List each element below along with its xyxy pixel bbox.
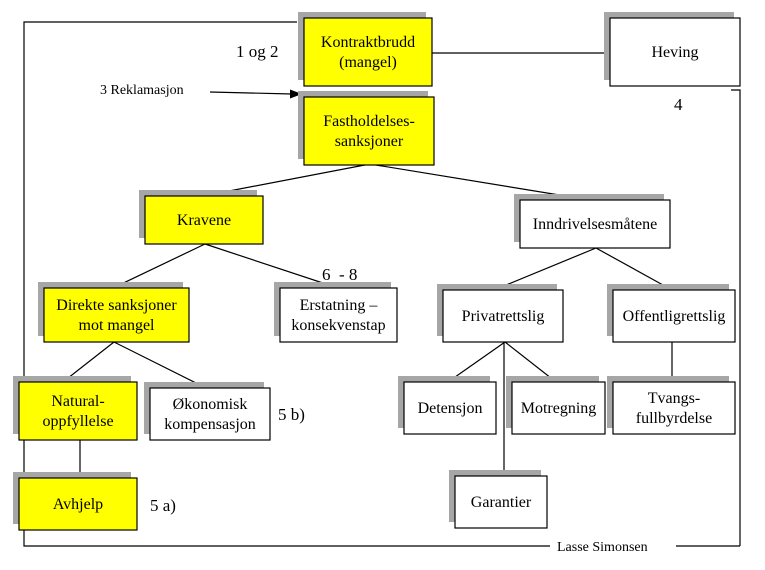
- outer-frame: [23, 21, 741, 547]
- box-frame: [519, 199, 671, 249]
- label-5a: 5 a): [150, 496, 176, 515]
- box-motregning: Motregning: [506, 376, 606, 435]
- box-label-line: Kontraktbrudd: [321, 34, 415, 51]
- box-privatrettslig: Privatrettslig: [437, 284, 564, 343]
- box-label-line: Heving: [651, 44, 698, 61]
- label-6-8: 6 - 8: [322, 265, 357, 284]
- box-label-line: Inndrivelsesmåtene: [533, 216, 657, 233]
- box-label-line: fullbyrdelse: [636, 410, 712, 427]
- box-label-line: Offentligrettslig: [623, 308, 726, 325]
- label-4: 4: [674, 95, 683, 114]
- box-label-line: kompensasjon: [164, 416, 256, 433]
- box-direkte: Direkte sanksjoner mot mangel: [38, 282, 190, 343]
- box-okonomisk: Økonomisk kompensasjon: [144, 382, 271, 441]
- box-frame: [609, 17, 741, 87]
- box-offentligrettslig: Offentligrettslig: [607, 284, 736, 343]
- box-erstatning: Erstatning – konsekvenstap: [274, 282, 398, 343]
- box-label-line: Kravene: [177, 212, 231, 229]
- box-frame: [442, 289, 564, 343]
- box-label-line: Garantier: [471, 494, 532, 511]
- label-5b: 5 b): [278, 405, 305, 424]
- connectors: [62, 52, 673, 478]
- box-label-line: Økonomisk: [173, 396, 248, 413]
- box-label-line: (mangel): [339, 54, 397, 71]
- box-kravene: Kravene: [139, 190, 264, 245]
- box-label-line: Avhjelp: [53, 496, 103, 513]
- box-frame: [454, 475, 548, 529]
- boxes-layer: Kontraktbrudd (mangel) HevingFastholdelses…: [13, 12, 741, 531]
- box-label-line: oppfyllelse: [42, 413, 113, 430]
- box-detensjon: Detensjon: [398, 376, 497, 435]
- box-kontraktbrudd: Kontraktbrudd (mangel): [298, 12, 433, 87]
- box-label-line: Detensjon: [418, 400, 483, 417]
- box-frame: [149, 387, 271, 441]
- box-garantier: Garantier: [449, 470, 548, 529]
- box-label-line: Fastholdelses-: [323, 113, 415, 130]
- box-frame: [43, 287, 190, 343]
- box-frame: [403, 381, 497, 435]
- box-frame: [303, 96, 435, 166]
- box-label-line: Direkte sanksjoner: [56, 297, 177, 314]
- author-label: Lasse Simonsen: [557, 540, 648, 555]
- box-frame: [18, 477, 138, 531]
- box-label-line: konsekvenstap: [291, 317, 385, 334]
- box-tvangsfullbyrdelse: Tvangs-fullbyrdelse: [607, 376, 736, 435]
- box-frame: [18, 381, 138, 441]
- box-frame: [511, 381, 606, 435]
- box-label-line: mot mangel: [79, 317, 156, 334]
- box-label-line: sanksjoner: [335, 133, 404, 150]
- reklamasjon-arrow: [209, 89, 302, 99]
- box-frame: [144, 195, 264, 245]
- box-avhjelp: Avhjelp: [13, 472, 138, 531]
- box-frame: [612, 289, 736, 343]
- box-frame: [612, 381, 736, 435]
- box-label-line: Tvangs-: [648, 390, 700, 407]
- box-label-line: Erstatning –: [300, 297, 379, 314]
- box-label-line: Motregning: [521, 400, 597, 417]
- box-frame: [303, 17, 433, 87]
- box-heving: Heving: [604, 12, 741, 87]
- box-frame: [279, 287, 398, 343]
- label-1-og-2: 1 og 2: [236, 42, 279, 61]
- box-label-line: Privatrettslig: [462, 308, 545, 325]
- box-fastholdelse: Fastholdelses-sanksjoner: [298, 91, 435, 166]
- box-inndrivelse: Inndrivelsesmåtene: [514, 194, 671, 249]
- label-reklamasjon: 3 Reklamasjon: [100, 83, 184, 98]
- box-label-line: Natural-: [51, 393, 104, 410]
- box-naturaloppfyllelse: Natural-oppfyllelse: [13, 376, 138, 441]
